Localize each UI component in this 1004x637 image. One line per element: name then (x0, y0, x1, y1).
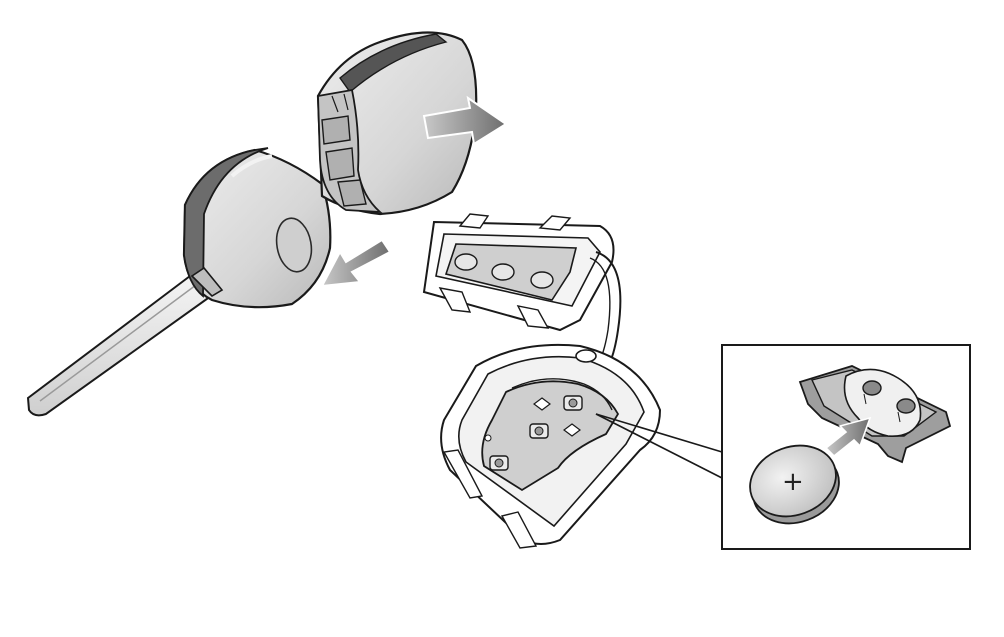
battery-detail-inset: + (721, 344, 971, 550)
battery-polarity-label: + (782, 467, 804, 497)
insert-arrow (824, 416, 872, 458)
remote-top-frame (422, 213, 622, 381)
key-blade-icon (26, 274, 213, 417)
key-head-icon (182, 147, 332, 309)
coin-battery-icon: + (749, 444, 840, 525)
separate-arrow-right (422, 95, 508, 146)
callout-lines (595, 413, 723, 479)
separate-arrow-left (320, 238, 392, 288)
circuit-board-icon (481, 378, 620, 492)
